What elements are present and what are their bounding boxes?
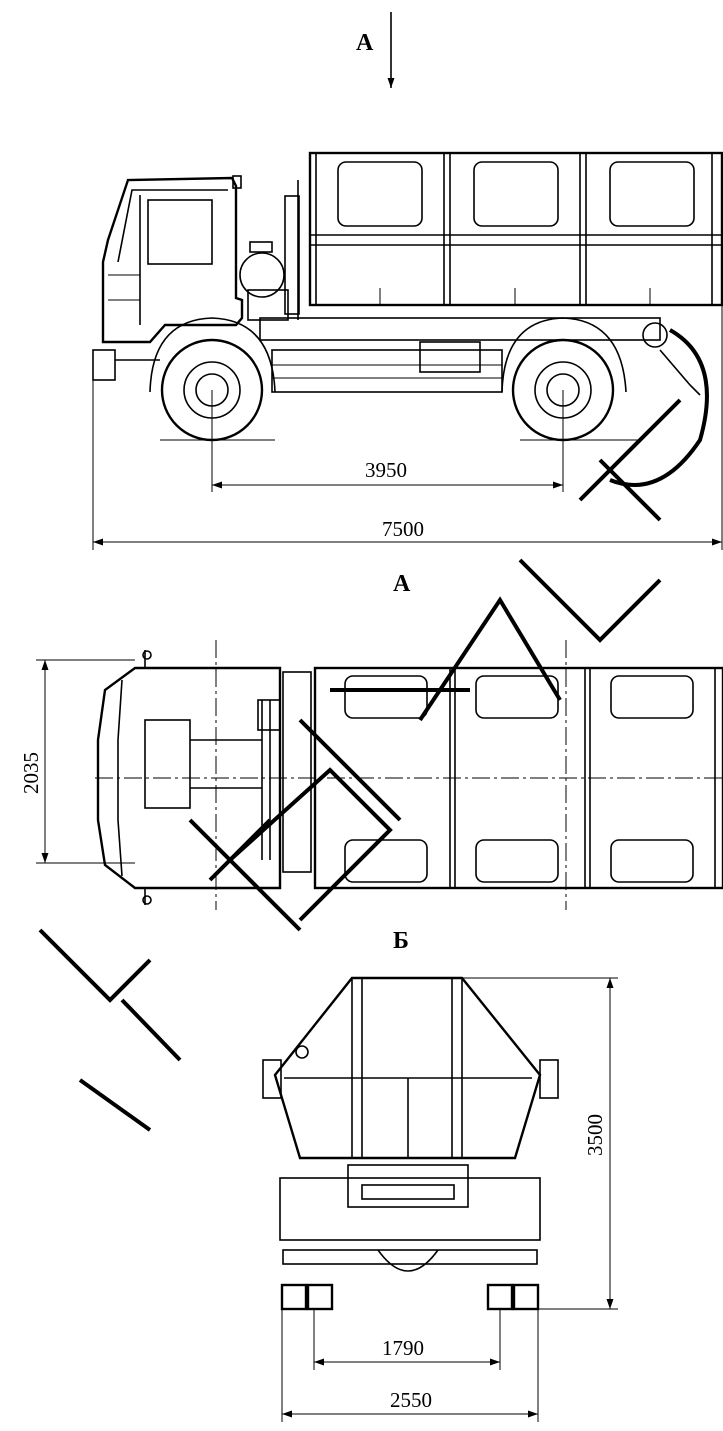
- wheelbase-dimension: 3950: [365, 458, 407, 482]
- body-panel-2: [473, 161, 559, 227]
- side-guard: [271, 349, 503, 393]
- body-panel-3: [609, 161, 695, 227]
- body-panel-1: [337, 161, 423, 227]
- side-view: 3950 7500: [92, 151, 723, 550]
- cab-window: [147, 199, 213, 265]
- right-lamp: [539, 1059, 559, 1099]
- cab-outline: [101, 176, 244, 344]
- rear-wheel: [501, 317, 627, 442]
- rear-view: Б 3500 1790: [262, 928, 618, 1422]
- left-lamp: [262, 1059, 282, 1099]
- body-outline: [308, 151, 723, 307]
- width-dimension: 2550: [390, 1388, 432, 1412]
- watermark: [38, 328, 709, 1132]
- cab-width-dimension: 2035: [19, 752, 43, 794]
- rear-chassis: [279, 1177, 541, 1241]
- rear-bumper: [282, 1249, 538, 1265]
- front-bumper: [92, 349, 116, 381]
- view-arrow-label: А: [356, 30, 374, 56]
- top-view-label: А: [393, 571, 411, 597]
- length-dimension: 7500: [382, 517, 424, 541]
- chassis-frame: [259, 317, 661, 341]
- top-view: А 2035: [19, 571, 723, 910]
- view-arrow-a: А: [356, 12, 395, 88]
- track-dimension: 1790: [382, 1336, 424, 1360]
- top-cab-outline: [96, 666, 282, 890]
- rear-view-label: Б: [393, 928, 409, 954]
- height-dimension: 3500: [583, 1114, 607, 1156]
